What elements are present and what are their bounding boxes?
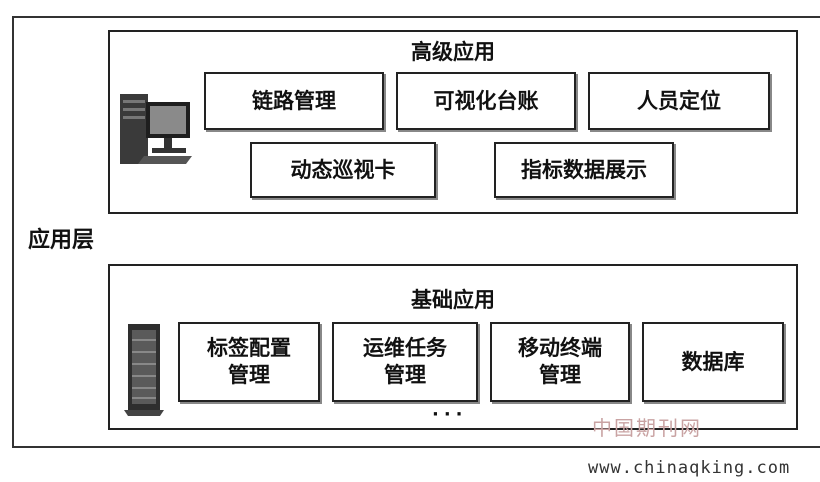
- advanced-applications-title: 高级应用: [411, 40, 495, 64]
- more-items-ellipsis: ···: [432, 404, 468, 425]
- dynamic-inspection-card-box: 动态巡视卡: [250, 142, 436, 198]
- link-management-box: 链路管理: [204, 72, 384, 130]
- watermark-text: 中国期刊网: [592, 416, 702, 440]
- visual-ledger-box: 可视化台账: [396, 72, 576, 130]
- indicator-data-display-box: 指标数据展示: [494, 142, 674, 198]
- server-tower-icon: [124, 324, 164, 416]
- tag-configuration-management-box: 标签配置 管理: [178, 322, 320, 402]
- basic-applications-title: 基础应用: [411, 288, 495, 312]
- database-box: 数据库: [642, 322, 784, 402]
- watermark-url: www.chinaqking.com: [588, 458, 791, 478]
- application-layer-frame: [12, 16, 820, 448]
- desktop-computer-icon: [120, 94, 192, 164]
- personnel-location-box: 人员定位: [588, 72, 770, 130]
- maintenance-task-management-box: 运维任务 管理: [332, 322, 478, 402]
- layer-label: 应用层: [28, 228, 95, 253]
- mobile-terminal-management-box: 移动终端 管理: [490, 322, 630, 402]
